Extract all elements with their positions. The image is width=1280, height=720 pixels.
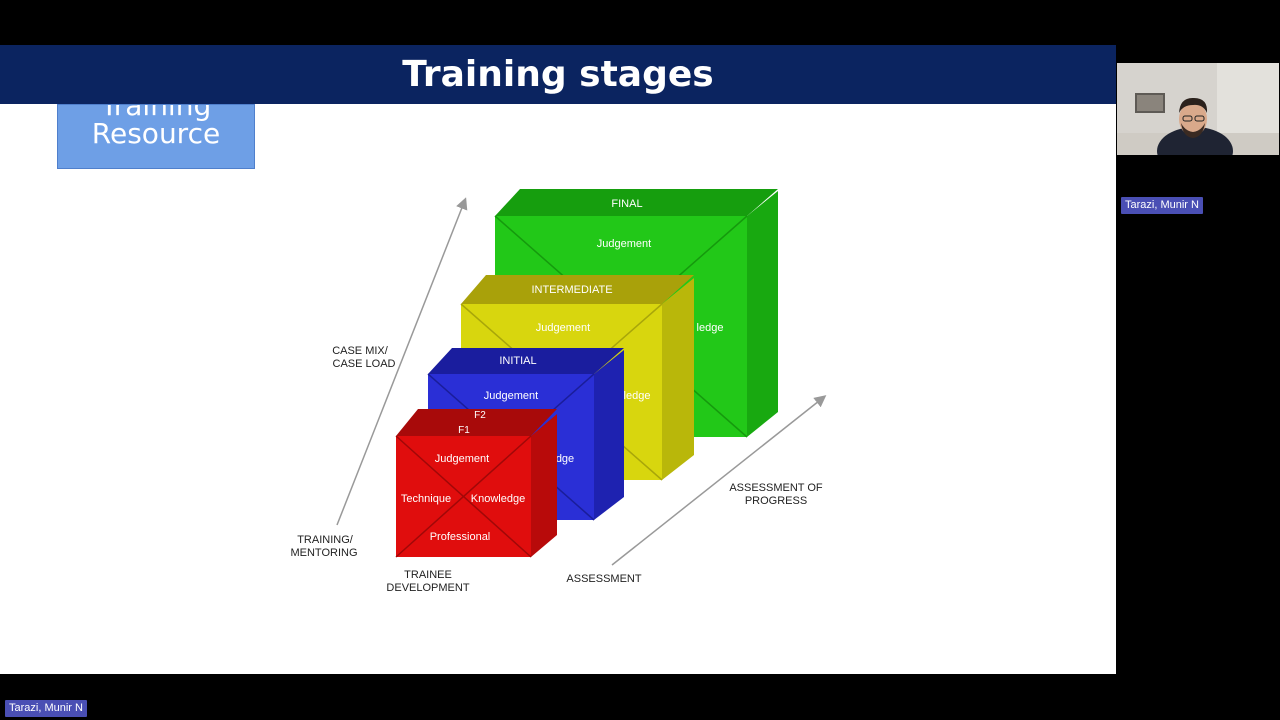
- f2-label: F2: [474, 410, 486, 421]
- f1-knowledge-label: Knowledge: [471, 493, 525, 505]
- participant-video-tile[interactable]: [1117, 63, 1279, 155]
- final-judgement-label: Judgement: [597, 238, 651, 250]
- case-load-arrow: [336, 197, 468, 526]
- f1-technique-label: Technique: [401, 493, 451, 505]
- trainee-label-line2: DEVELOPMENT: [386, 582, 469, 594]
- participant-video-feed: [1117, 63, 1279, 155]
- assessment-label: ASSESSMENT: [566, 573, 641, 585]
- final-knowledge-label: ledge: [697, 322, 724, 334]
- logo-line-1: Training: [100, 104, 212, 122]
- final-label: FINAL: [611, 198, 642, 210]
- trainee-label-line1: TRAINEE: [404, 569, 452, 581]
- slide-title-bar: Training stages: [0, 45, 1116, 104]
- intermediate-label: INTERMEDIATE: [531, 284, 612, 296]
- initial-judgement-label: Judgement: [484, 390, 538, 402]
- intermediate-knowledge-label: ledge: [624, 390, 651, 402]
- f1-label: F1: [458, 425, 470, 436]
- case-mix-label-line2: CASE LOAD: [333, 358, 396, 370]
- foundation-stage-cube: F2 F1 Judgement Technique Knowledge Prof…: [395, 409, 557, 558]
- initial-label: INITIAL: [499, 355, 536, 367]
- training-label-line1: TRAINING/: [297, 534, 354, 546]
- intermediate-judgement-label: Judgement: [536, 322, 590, 334]
- presentation-slide: Training stages Training Resource FINAL …: [0, 45, 1116, 674]
- case-mix-label-line1: CASE MIX/: [332, 345, 389, 357]
- training-label-line2: MENTORING: [290, 547, 357, 559]
- initial-knowledge-label: dge: [556, 453, 574, 465]
- f1-judgement-label: Judgement: [435, 453, 489, 465]
- active-speaker-name-tag: Tarazi, Munir N: [1121, 197, 1203, 214]
- progress-label-line1: ASSESSMENT OF: [729, 482, 823, 494]
- self-name-tag: Tarazi, Munir N: [5, 700, 87, 717]
- training-stages-diagram: FINAL Judgement ledge INTERMEDIATE Judge…: [290, 189, 827, 594]
- slide-title: Training stages: [402, 54, 714, 95]
- logo-line-2: Resource: [91, 117, 221, 150]
- f1-professional-label: Professional: [430, 531, 491, 543]
- progress-label-line2: PROGRESS: [745, 495, 807, 507]
- assessment-arrow: [611, 395, 827, 566]
- training-resource-logo: Training Resource: [57, 104, 255, 169]
